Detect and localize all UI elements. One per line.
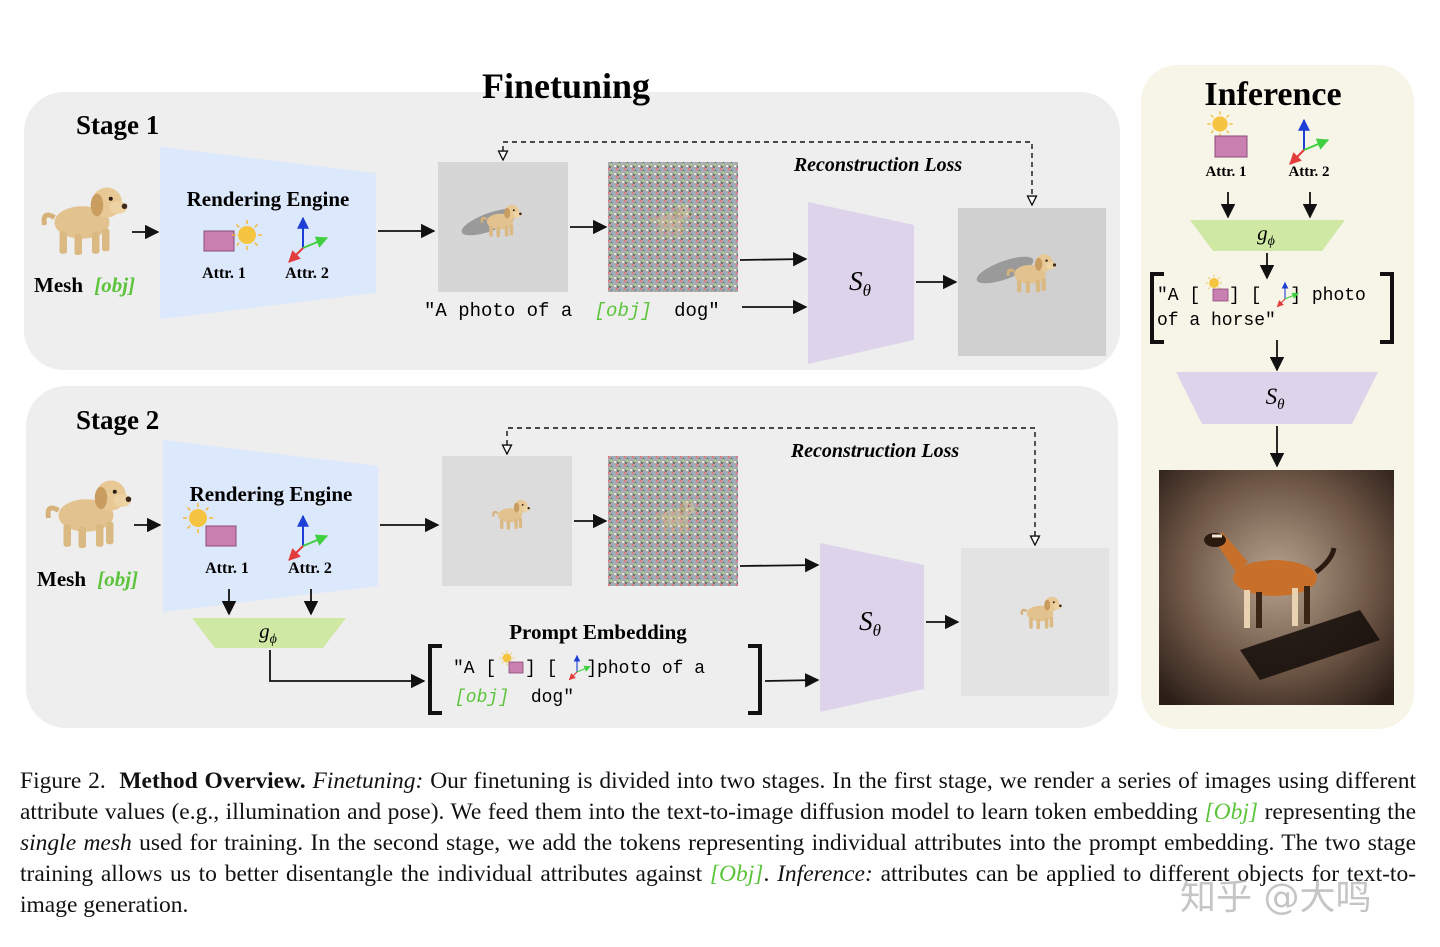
watermark: 知乎 @大鸣: [1180, 877, 1372, 918]
output-shadow-1: [976, 256, 1034, 284]
engine-label-1: Rendering Engine: [187, 187, 350, 211]
rendering-engine-2: [163, 440, 378, 612]
arrow-mapper-to-embedding: [269, 650, 426, 689]
rendering-engine-1: [160, 147, 376, 319]
stage2-label: Stage 2: [76, 405, 159, 435]
embed-obj: [obj]: [455, 688, 509, 708]
inf-prompt-box-icon: [1212, 288, 1229, 302]
embedding-line1: "A [ ] [ ]photo of a: [453, 659, 705, 679]
mapper-symbol-2: gϕ: [259, 619, 277, 647]
caption-text5: attributes can be applied to different o…: [20, 861, 1417, 918]
embedding-bracket-left: [428, 644, 442, 715]
inf-bracket-left: [1150, 272, 1164, 344]
inference-mapper: [1190, 220, 1345, 251]
inference-prompt-line1: "A [ ] [ ] photo: [1157, 286, 1366, 306]
diffusion-model-1: [808, 202, 914, 364]
model-sub-2: θ: [873, 621, 881, 640]
inf-a: "A [: [1157, 286, 1200, 306]
diffusion-model-2: [820, 543, 924, 712]
obj-token-2: [obj]: [97, 567, 138, 591]
mapper-g: g: [259, 619, 270, 643]
caption-obj1: [Obj]: [1204, 799, 1259, 825]
figure-caption: Figure 2. Method Overview. Finetuning: O…: [20, 766, 1416, 921]
model-s-2: S: [859, 606, 873, 636]
embedding-bracket-right: [748, 644, 762, 715]
model-sub: θ: [863, 281, 871, 300]
caption-text4: .: [763, 861, 770, 887]
inf-mapper-g: g: [1257, 221, 1268, 245]
embed-color-box-icon: [508, 661, 524, 674]
caption-text2: representing the: [1264, 799, 1417, 825]
horse-figure: [1204, 532, 1380, 680]
prompt-embedding-title: Prompt Embedding: [509, 620, 687, 644]
inf-mapper-phi: ϕ: [1268, 234, 1275, 249]
figure-label: Figure 2.: [20, 768, 106, 794]
engine-label-2: Rendering Engine: [190, 482, 353, 506]
inference-model-symbol: Sθ: [1266, 384, 1286, 413]
inference-mapper-symbol: gϕ: [1257, 221, 1275, 249]
attr2-label-1: Attr. 2: [285, 265, 329, 282]
model-symbol-2: Sθ: [859, 606, 881, 640]
color-box-icon: [203, 230, 235, 252]
inf-model-s: S: [1266, 384, 1278, 409]
method-overview-figure: Finetuning Stage 1 Mesh [obj] Rendering …: [24, 65, 1414, 729]
caption-single-mesh: single mesh: [20, 830, 132, 856]
caption-finetuning-label: Finetuning:: [312, 768, 424, 794]
caption-text3: used for training. In the second stage, …: [20, 830, 1417, 887]
embedding-line2: [obj] dog": [455, 688, 574, 708]
mapper-phi: ϕ: [270, 632, 277, 647]
mesh-word-2: Mesh: [37, 567, 86, 591]
model-s: S: [849, 266, 863, 296]
obj-token: [obj]: [94, 273, 135, 297]
caption-heading: Method Overview.: [119, 768, 306, 794]
inference-attr2: Attr. 2: [1288, 164, 1329, 180]
attr2-label-2: Attr. 2: [288, 560, 332, 577]
inference-attr1: Attr. 1: [1205, 164, 1246, 180]
prompt-obj: [obj]: [595, 300, 652, 322]
embed-dog: dog": [531, 688, 574, 708]
embed-c: ]photo of a: [586, 659, 705, 679]
reconstruction-loss-label-1: Reconstruction Loss: [793, 154, 963, 176]
arrow-embedding-to-model: [764, 673, 820, 688]
attr1-label-1: Attr. 1: [202, 265, 246, 282]
inference-title: Inference: [1204, 76, 1341, 113]
inference-model: [1176, 372, 1378, 424]
stage1-label: Stage 1: [76, 110, 159, 140]
stage1-prompt: "A photo of a [obj] dog": [424, 300, 720, 322]
mapper-g-2: [192, 618, 346, 648]
stage2-mesh-label: Mesh [obj]: [37, 567, 138, 591]
prompt-before: "A photo of a: [424, 300, 572, 322]
inf-bracket-right: [1380, 272, 1394, 344]
caption-obj2: [Obj]: [709, 861, 764, 887]
arrow-noise-to-model-1: [739, 251, 808, 267]
stage1-mesh-label: Mesh [obj]: [34, 273, 135, 297]
embed-b: ] [: [525, 659, 557, 679]
inference-prompt-line2: of a horse": [1157, 311, 1276, 331]
reconstruction-loss-line-1: [503, 141, 1032, 205]
arrow-noise-to-model-2: [739, 557, 820, 573]
output-image-2: [961, 548, 1109, 696]
caption-inference-label: Inference:: [777, 861, 873, 887]
prompt-after: dog": [674, 300, 720, 322]
inference-color-box-icon: [1214, 135, 1248, 158]
model-symbol-1: Sθ: [849, 266, 871, 300]
inf-c: ] photo: [1290, 286, 1366, 306]
attr1-label-2: Attr. 1: [205, 560, 249, 577]
caption-text1: Our finetuning is divided into two stage…: [20, 768, 1417, 825]
finetuning-title: Finetuning: [482, 66, 650, 106]
color-box-icon-2: [205, 525, 237, 547]
mesh-word: Mesh: [34, 273, 83, 297]
reconstruction-loss-label-2: Reconstruction Loss: [790, 440, 960, 462]
inf-b: ] [: [1229, 286, 1261, 306]
reconstruction-loss-line-2: [507, 427, 1035, 545]
embed-a: "A [: [453, 659, 496, 679]
inf-model-sub: θ: [1277, 397, 1285, 413]
